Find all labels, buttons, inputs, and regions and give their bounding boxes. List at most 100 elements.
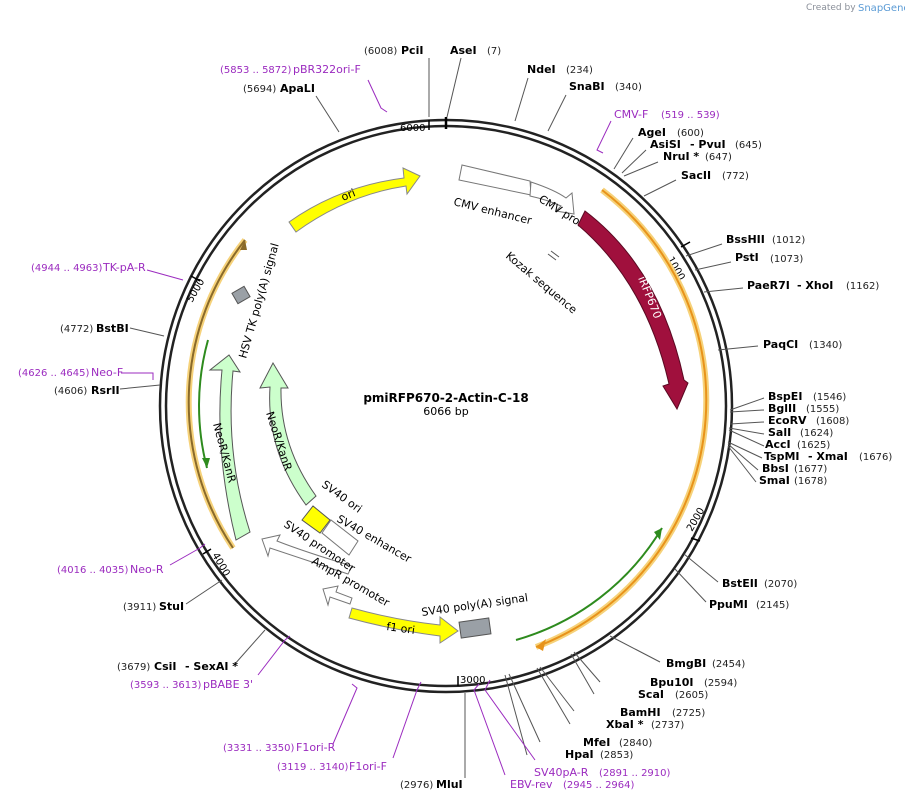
- leader-pbr322ori-f: [367, 79, 388, 113]
- site-name-ecorv[interactable]: EcoRV: [768, 414, 807, 427]
- site-name-csii[interactable]: CsiI: [154, 660, 176, 673]
- site-pos-asei: (7): [487, 46, 501, 57]
- brand-snapgene[interactable]: SnapGene: [858, 3, 905, 14]
- site-name-mfei[interactable]: MfeI: [583, 736, 610, 749]
- site-pos-ecorv: (1608): [816, 416, 849, 427]
- leader-bsshii: [685, 243, 723, 257]
- site-name-pvui[interactable]: - PvuI: [690, 138, 726, 151]
- orf-arrowhead-right: [536, 639, 546, 651]
- site-name-xbai[interactable]: XbaI *: [606, 718, 644, 731]
- site-name-bsteii[interactable]: BstEII: [722, 577, 758, 590]
- site-name-pcii[interactable]: PciI: [401, 44, 423, 57]
- site-name-bspei[interactable]: BspEI: [768, 390, 802, 403]
- sv40-polya-box[interactable]: [458, 617, 492, 639]
- primer-name-f1ori-f[interactable]: F1ori-F: [349, 760, 387, 773]
- site-pos-csii: (3679): [117, 662, 150, 673]
- leader-csii: [233, 629, 266, 666]
- leader-cmv-f: [596, 120, 612, 154]
- site-name-tspmi[interactable]: TspMI: [764, 450, 800, 463]
- site-name-ppumi[interactable]: PpuMI: [709, 598, 748, 611]
- ori-arrow[interactable]: [288, 167, 421, 233]
- kozak-label: Kozak sequence: [503, 249, 580, 316]
- cmv-promoter-arrow[interactable]: [529, 181, 575, 215]
- irfp670-arrow[interactable]: [577, 210, 689, 411]
- site-name-asisi[interactable]: AsiSI: [650, 138, 681, 151]
- primer-name-neo-f[interactable]: Neo-F: [91, 366, 123, 379]
- site-pos-bpu10i: (2594): [704, 678, 737, 689]
- site-name-sali[interactable]: SalI: [768, 426, 791, 439]
- sv40-ori-box[interactable]: [301, 505, 331, 534]
- site-name-bpu10i[interactable]: Bpu10I: [650, 676, 694, 689]
- site-name-scai[interactable]: ScaI: [638, 688, 664, 701]
- site-name-stui[interactable]: StuI: [159, 600, 184, 613]
- primer-name-tk-pa-r[interactable]: TK-pA-R: [102, 261, 146, 274]
- site-name-bglii[interactable]: BglII: [768, 402, 796, 415]
- primer-name-pbr322ori-f[interactable]: pBR322ori-F: [293, 63, 361, 76]
- f1-ori-label: f1 ori: [386, 620, 416, 637]
- site-name-apali[interactable]: ApaLI: [280, 82, 315, 95]
- primer-name-ebv-rev[interactable]: EBV-rev: [510, 778, 553, 791]
- sv40-enhancer-box[interactable]: [321, 519, 359, 556]
- leader-stui: [185, 579, 223, 605]
- ori-label: ori: [339, 186, 357, 203]
- ampr-promoter-arrow[interactable]: [322, 585, 353, 607]
- primer-name-cmv-f[interactable]: CMV-F: [614, 108, 648, 121]
- site-name-ndei[interactable]: NdeI: [527, 63, 556, 76]
- site-pos-stui: (3911): [123, 602, 156, 613]
- site-pos-acci: (1625): [797, 440, 830, 451]
- leader-snabi: [547, 94, 567, 132]
- site-name-xmai[interactable]: - XmaI: [808, 450, 848, 463]
- site-pos-pcii: (6008): [364, 46, 397, 57]
- site-name-acci[interactable]: AccI: [765, 438, 791, 451]
- site-labels: (6008) PciI AseI (7) NdeI (234) SnaBI (3…: [54, 44, 892, 791]
- site-name-nrui[interactable]: NruI *: [663, 150, 699, 163]
- primer-name-neo-r[interactable]: Neo-R: [130, 563, 164, 576]
- sv40-polya-label: SV40 poly(A) signal: [421, 591, 529, 619]
- primer-name-f1ori-r[interactable]: F1ori-R: [296, 741, 336, 754]
- leader-agei: [613, 137, 634, 170]
- neor-kanr-arrow-inner[interactable]: [259, 361, 317, 506]
- site-name-smai[interactable]: SmaI: [759, 474, 790, 487]
- site-name-bbsi[interactable]: BbsI: [762, 462, 789, 475]
- site-name-xhoi[interactable]: - XhoI: [797, 279, 833, 292]
- site-name-sexai[interactable]: - SexAI *: [185, 660, 238, 673]
- hsv-tk-polya-box[interactable]: [231, 285, 251, 305]
- neor-kanr-arrow-outer[interactable]: [208, 354, 251, 541]
- site-name-psti[interactable]: PstI: [735, 251, 759, 264]
- site-name-sacii[interactable]: SacII: [681, 169, 711, 182]
- leader-scai: [570, 653, 595, 695]
- leader-sali: [728, 427, 765, 435]
- leader-bglii: [729, 409, 765, 413]
- primer-range-neo-r: (4016 .. 4035): [57, 565, 129, 576]
- site-pos-mlui: (2976): [400, 780, 433, 791]
- site-name-snabi[interactable]: SnaBI: [569, 80, 605, 93]
- site-name-bmgbi[interactable]: BmgBI: [666, 657, 706, 670]
- leader-asisi: [621, 149, 647, 174]
- leader-neo-f: [121, 372, 154, 380]
- site-pos-agei: (600): [677, 128, 704, 139]
- f1-ori-arrow[interactable]: [348, 607, 459, 644]
- tick-mark-2000: [690, 537, 701, 542]
- primer-name-sv40pa-r[interactable]: SV40pA-R: [534, 766, 589, 779]
- kozak-mark-a: [547, 253, 557, 261]
- site-name-paqci[interactable]: PaqCI: [763, 338, 798, 351]
- site-name-paer7i[interactable]: PaeR7I: [747, 279, 790, 292]
- site-name-mlui[interactable]: MluI: [436, 778, 463, 791]
- site-name-asei[interactable]: AseI: [450, 44, 477, 57]
- site-name-rsrii[interactable]: RsrII: [91, 384, 120, 397]
- leader-apali: [315, 95, 340, 133]
- cmv-enhancer-arrow[interactable]: [458, 164, 532, 196]
- primer-range-pbr322ori-f: (5853 .. 5872): [220, 65, 292, 76]
- site-name-bamhi[interactable]: BamHI: [620, 706, 661, 719]
- primer-name-pbabe3[interactable]: pBABE 3': [203, 678, 253, 691]
- kozak-mark-b: [550, 250, 560, 258]
- site-pos-ndei: (234): [566, 65, 593, 76]
- site-name-bsshii[interactable]: BssHII: [726, 233, 765, 246]
- leader-tk-pa-r: [146, 269, 184, 281]
- site-name-agei[interactable]: AgeI: [638, 126, 666, 139]
- site-name-hpai[interactable]: HpaI: [565, 748, 594, 761]
- site-pos-snabi: (340): [615, 82, 642, 93]
- site-name-bstbi[interactable]: BstBI: [96, 322, 129, 335]
- leader-mfei: [508, 673, 541, 743]
- sv40-promoter-arrow[interactable]: [261, 534, 353, 575]
